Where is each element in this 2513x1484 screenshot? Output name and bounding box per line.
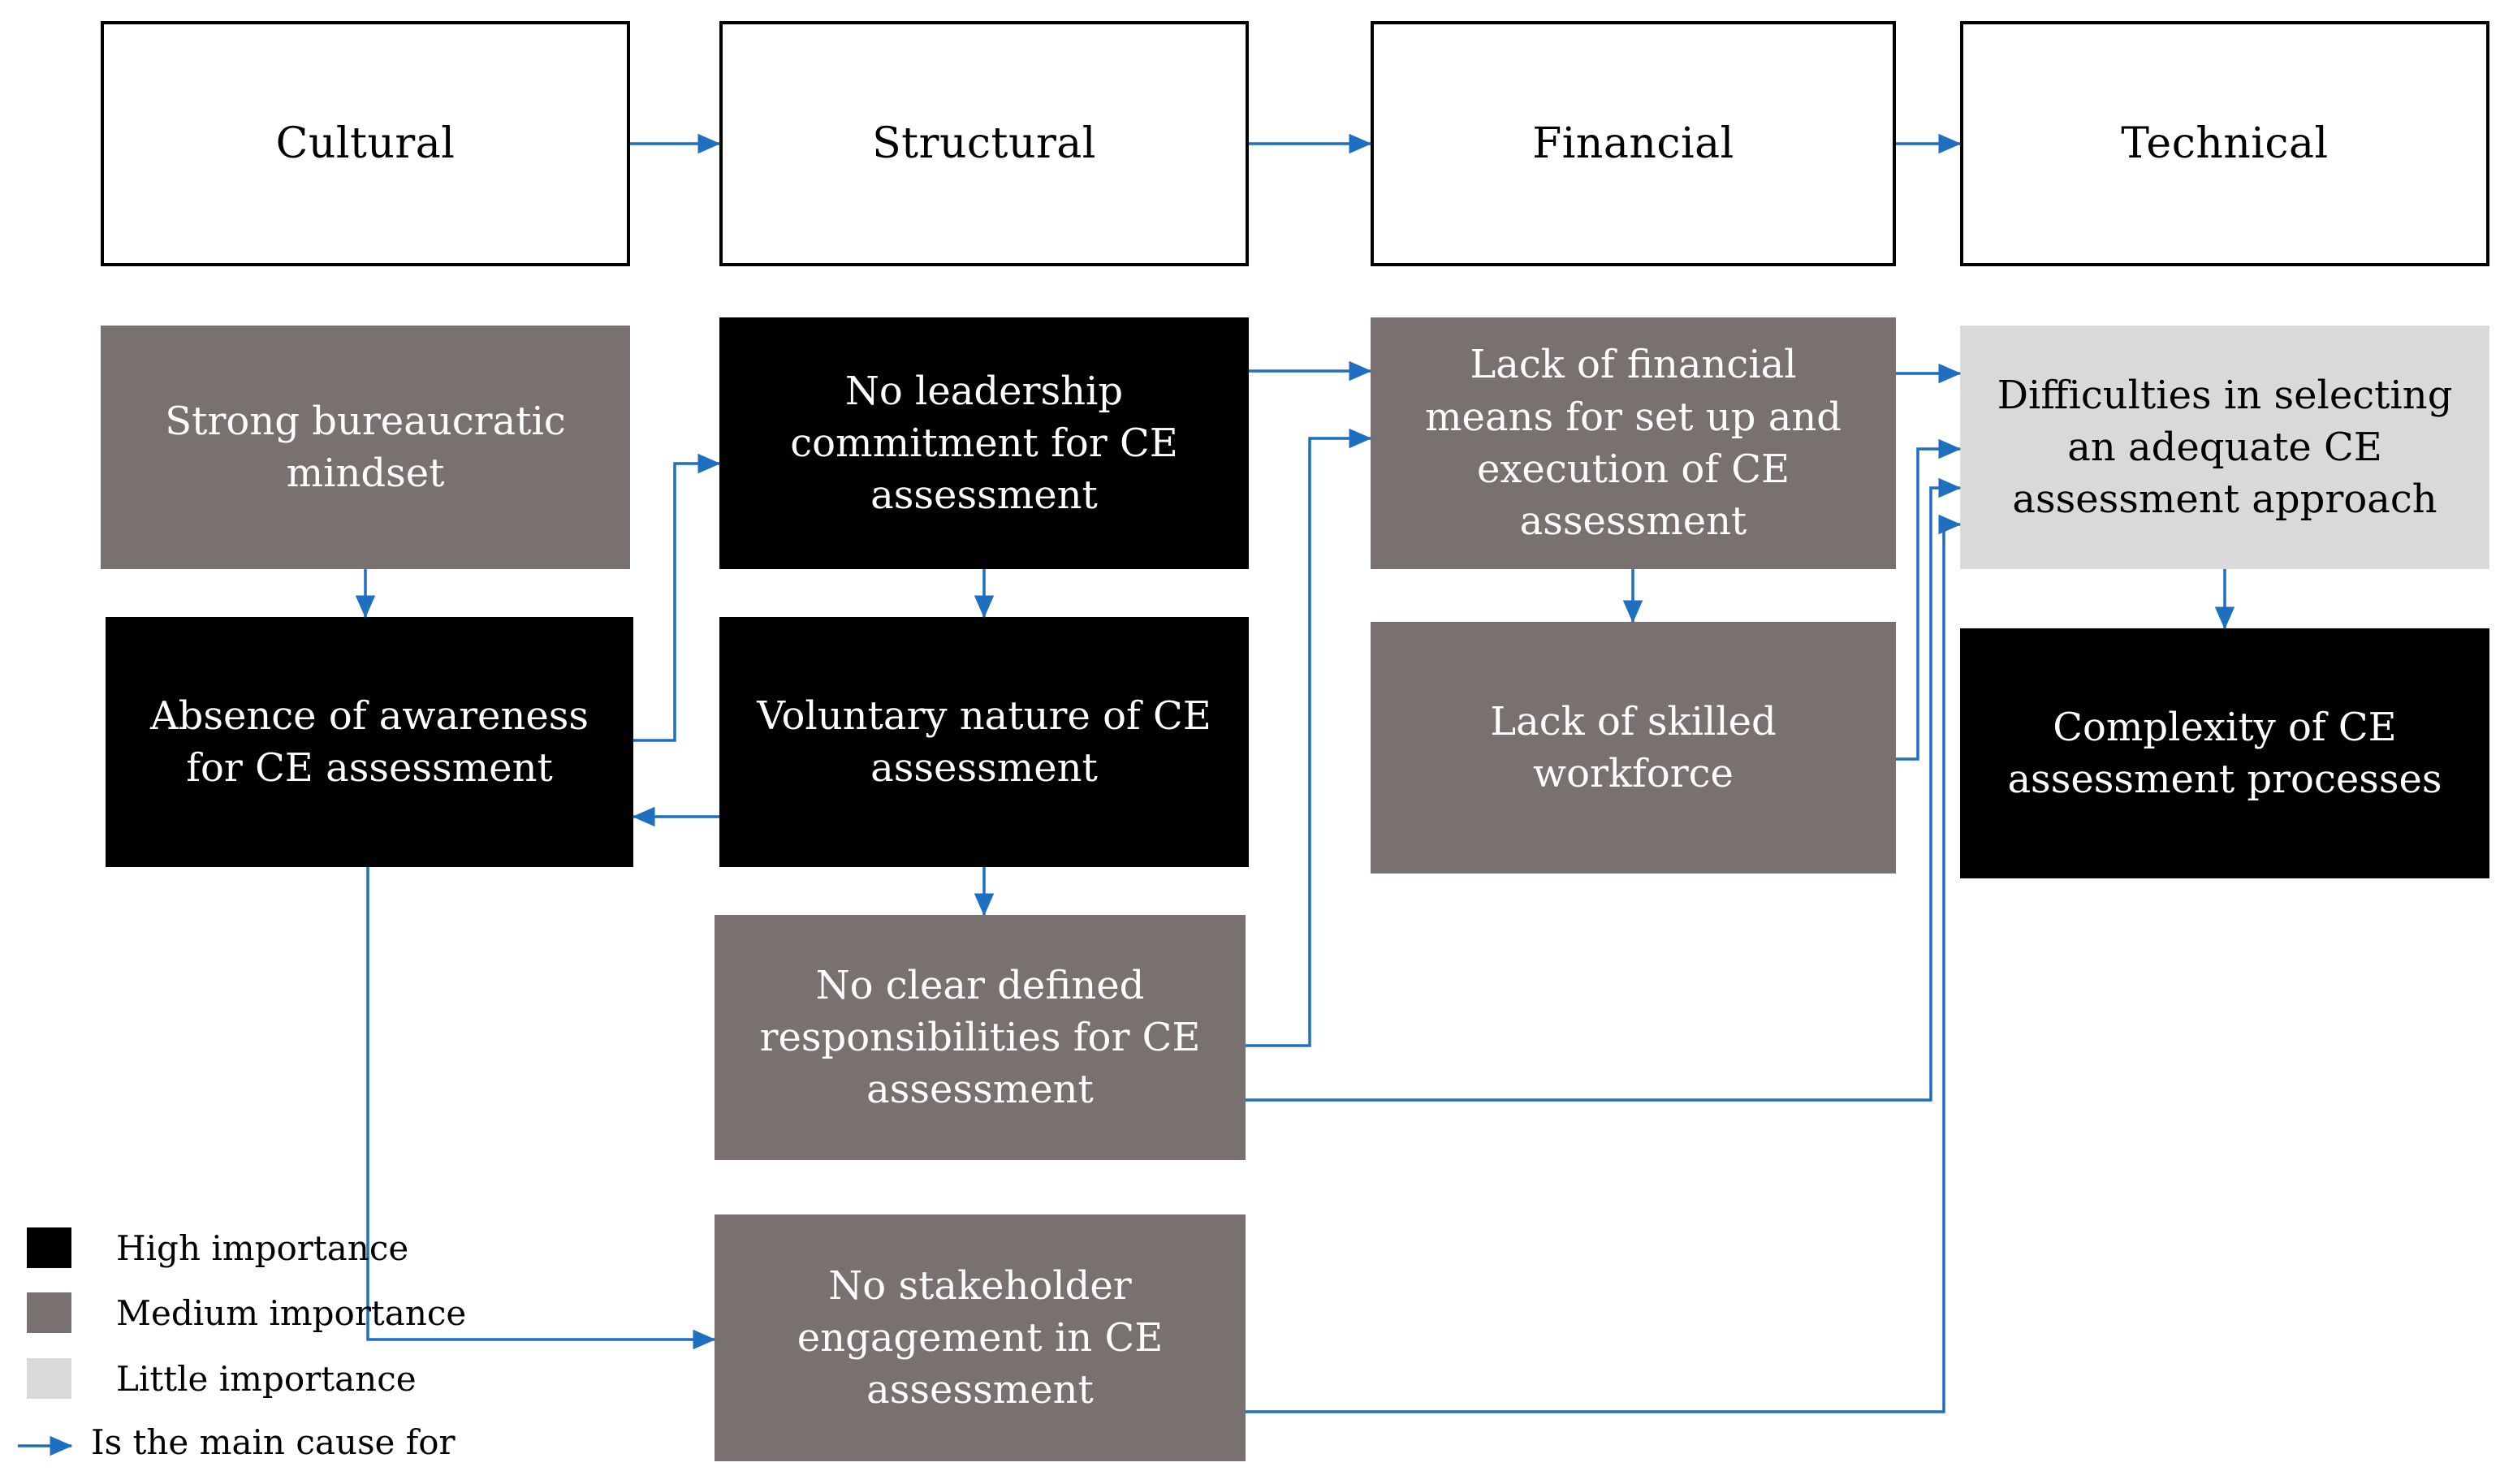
legend-label-little: Little importance [116,1358,417,1399]
arrow-no-clear-to-lack-financial [1246,428,1372,1047]
category-header-financial: Financial [1371,21,1896,266]
category-header-cultural: Cultural [101,21,630,266]
legend-item-little: Little importance [27,1358,417,1399]
arrow-absence-to-no-stakeholder [366,867,716,1350]
legend-swatch-high [27,1227,71,1268]
category-header-technical: Technical [1960,21,2489,266]
box-complexity-of-processes: Complexity of CE assessment processes [1960,628,2489,878]
box-lack-of-skilled-workforce: Lack of skilled workforce [1371,622,1896,874]
box-difficulties-selecting-approach: Difficulties in selecting an adequate CE… [1960,326,2489,569]
legend-label-medium: Medium importance [116,1292,467,1333]
legend-arrow-label: Is the main cause for [91,1422,456,1462]
box-lack-of-financial-means: Lack of financial means for set up and e… [1371,317,1896,569]
box-no-stakeholder-engagement: No stakeholder engagement in CE assessme… [715,1214,1246,1461]
box-no-leadership-commitment: No leadership commitment for CE assessme… [719,317,1249,569]
box-absence-of-awareness: Absence of awareness for CE assessment [106,617,633,867]
legend-item-high: High importance [27,1227,408,1268]
box-strong-bureaucratic-mindset: Strong bureaucratic mindset [101,326,630,569]
box-no-clear-responsibilities: No clear defined responsibilities for CE… [715,915,1246,1160]
legend-label-high: High importance [116,1227,409,1268]
box-voluntary-nature: Voluntary nature of CE assessment [719,617,1249,867]
legend-swatch-little [27,1358,71,1399]
arrow-absence-to-no-leadership [633,453,721,742]
category-header-structural: Structural [719,21,1249,266]
legend-swatch-medium [27,1292,71,1333]
arrow-lack-skilled-to-difficulties [1896,438,1962,761]
legend-item-medium: Medium importance [27,1292,466,1333]
